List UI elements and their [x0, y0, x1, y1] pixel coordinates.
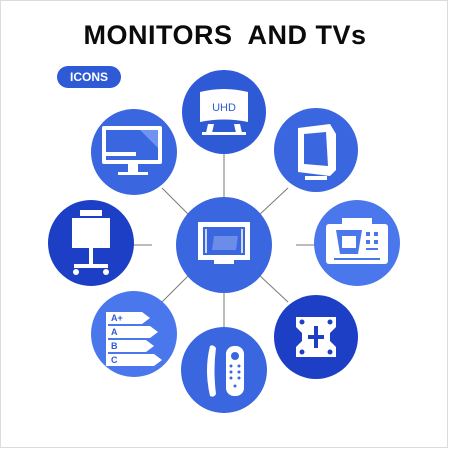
icons-badge: ICONS	[57, 66, 121, 88]
energy-rating-icon: A+ A B C	[91, 291, 177, 377]
retro-console-tv-icon	[314, 200, 400, 286]
energy-label-c: C	[111, 355, 118, 365]
crt-monitor-icon	[274, 108, 358, 192]
energy-label-a: A	[111, 327, 118, 337]
remote-control-icon	[181, 327, 267, 413]
tv-stand-icon	[48, 200, 134, 286]
flat-tv-icon	[176, 197, 272, 293]
energy-label-b: B	[111, 341, 118, 351]
page-title: MONITORS AND TVs	[83, 20, 367, 50]
desktop-monitor-icon	[91, 109, 177, 195]
energy-label-a-plus: A+	[111, 313, 123, 323]
uhd-curved-monitor-icon: UHD	[182, 70, 266, 154]
uhd-label: UHD	[212, 102, 236, 114]
vesa-mount-icon	[274, 295, 358, 379]
